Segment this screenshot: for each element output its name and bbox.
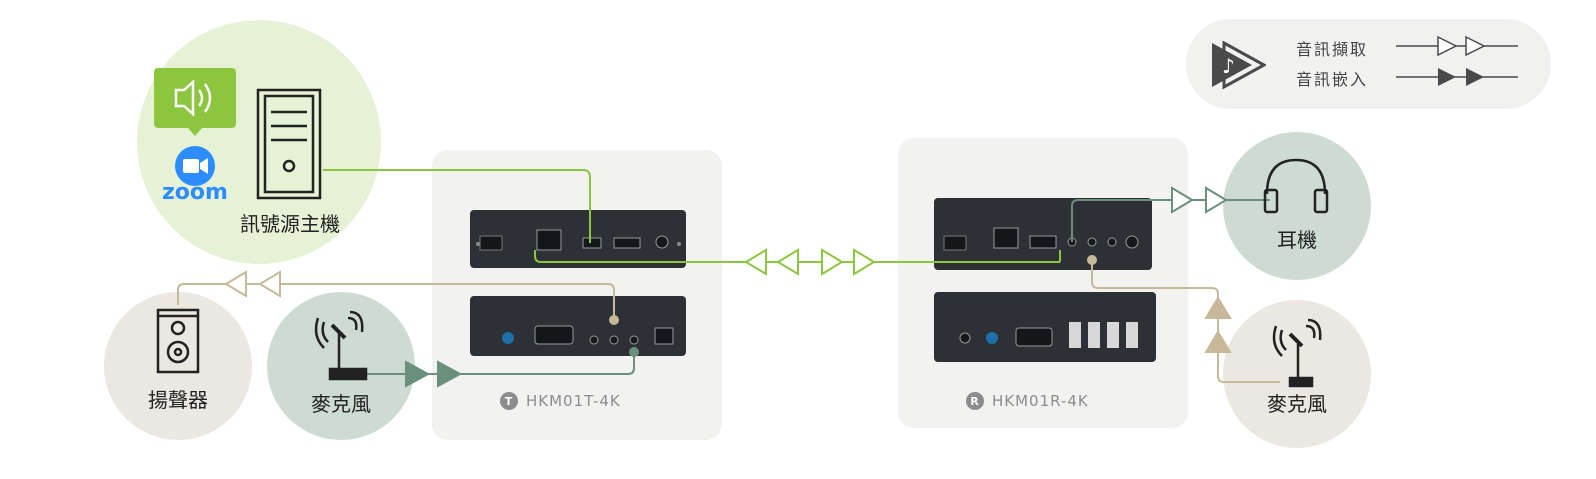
source-label: 訊號源主機 — [240, 212, 340, 236]
legend-arrows — [1396, 35, 1518, 86]
receiver-top-unit — [934, 198, 1152, 270]
mic-left-line — [366, 347, 639, 388]
svg-text:♪: ♪ — [1222, 54, 1235, 78]
transmitter-model: T HKM01T-4K — [500, 392, 621, 410]
mic-right-icon — [1272, 318, 1322, 388]
speaker-label: 揚聲器 — [148, 388, 208, 412]
transmitter-badge-icon: T — [500, 392, 518, 410]
zoom-icon — [175, 146, 215, 186]
extract-arrows-left — [744, 248, 799, 276]
headphones-icon — [1263, 158, 1329, 214]
mic-left-icon — [314, 310, 368, 381]
hdmi-audio-line — [323, 169, 1061, 263]
transmitter-bottom-unit — [470, 296, 686, 356]
extract-arrow-2 — [1465, 35, 1486, 57]
mic-right-label: 麥克風 — [1267, 392, 1327, 416]
speaker-line — [177, 270, 619, 325]
mic-right-line — [1087, 255, 1280, 383]
headphones-label: 耳機 — [1277, 228, 1317, 252]
speaker-icon — [156, 308, 200, 374]
extract-arrows-right — [821, 248, 876, 276]
receiver-model: R HKM01R-4K — [966, 392, 1089, 410]
headphones-circle — [1223, 132, 1371, 280]
pc-tower-icon — [256, 88, 322, 200]
transmitter-panel — [432, 150, 722, 440]
receiver-bottom-unit — [934, 292, 1156, 362]
extract-arrow-1 — [1437, 35, 1458, 57]
mic-left-label: 麥克風 — [311, 392, 371, 416]
receiver-model-name: HKM01R-4K — [992, 392, 1089, 410]
mic-left-circle — [267, 292, 415, 440]
receiver-panel — [898, 138, 1188, 428]
embed-arrow-1 — [1438, 68, 1456, 86]
sound-bubble-icon — [154, 68, 236, 136]
receiver-badge-icon: R — [966, 392, 984, 410]
legend: ♪ 音訊擷取 音訊嵌入 — [1186, 19, 1551, 109]
legend-embed-label: 音訊嵌入 — [1296, 70, 1369, 89]
transmitter-model-name: HKM01T-4K — [526, 392, 621, 410]
audio-extract-embed-icon: ♪ — [1212, 40, 1266, 90]
headphones-line — [1071, 186, 1270, 242]
legend-extract-label: 音訊擷取 — [1296, 40, 1369, 59]
zoom-app-name: zoom — [162, 180, 228, 205]
transmitter-top-unit — [470, 210, 686, 268]
embed-arrow-2 — [1466, 68, 1484, 86]
